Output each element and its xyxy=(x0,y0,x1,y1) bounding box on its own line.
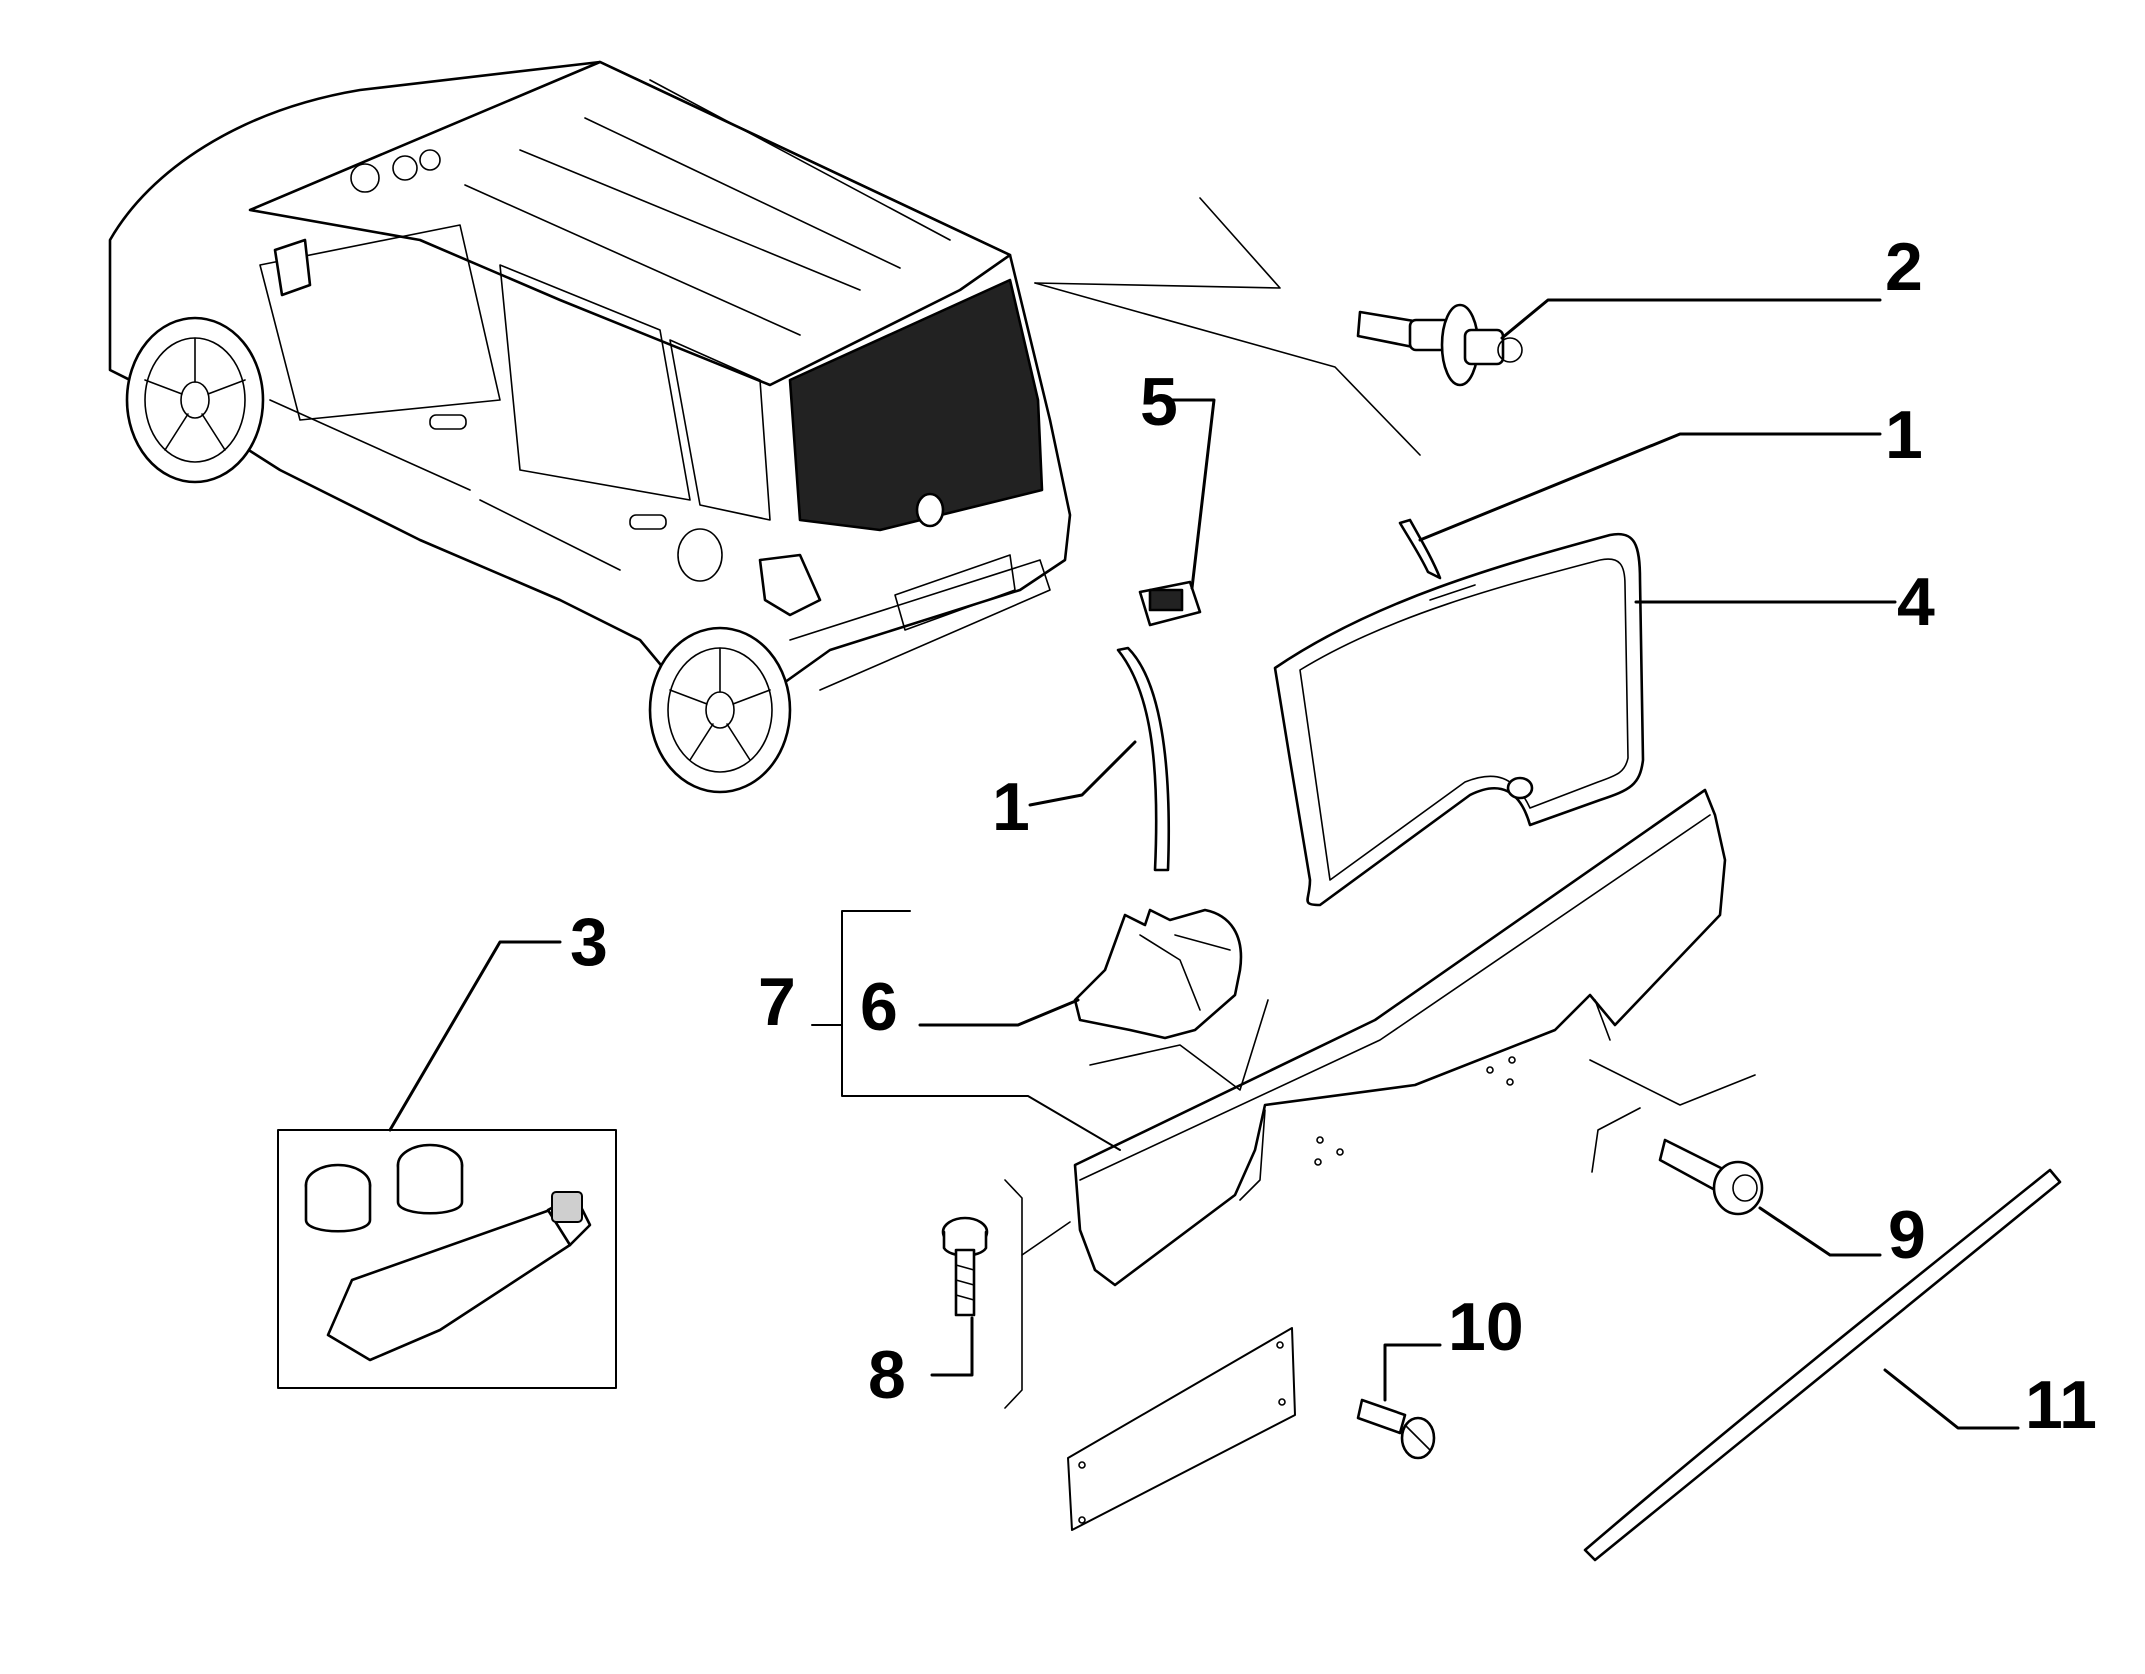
callout-2: 2 xyxy=(1885,229,1923,305)
part-1-seal-left xyxy=(1116,646,1171,872)
callout-6: 6 xyxy=(860,969,898,1045)
callout-1-top: 1 xyxy=(1885,397,1923,473)
part-3-adhesive-kit xyxy=(277,1129,617,1389)
part-10-screw xyxy=(1356,1398,1436,1460)
connection-lines xyxy=(1034,197,1421,456)
callout-4: 4 xyxy=(1897,564,1935,640)
part-4-rear-glass xyxy=(1273,532,1645,907)
part-8-bolt xyxy=(941,1216,989,1317)
car-illustration xyxy=(108,60,1072,794)
callout-7: 7 xyxy=(758,964,796,1040)
license-plate xyxy=(1067,1327,1296,1531)
part-6-bracket xyxy=(1073,908,1243,1040)
callout-9: 9 xyxy=(1888,1197,1926,1273)
callout-1-left: 1 xyxy=(992,769,1030,845)
callout-8: 8 xyxy=(868,1337,906,1413)
rear-wheel xyxy=(648,626,792,794)
callout-10: 10 xyxy=(1448,1289,1524,1365)
callout-numbers: 2 1 5 4 1 3 7 6 9 10 8 11 xyxy=(570,229,2097,1443)
part-5-clip xyxy=(1138,580,1202,627)
leader-lines xyxy=(388,298,2020,1430)
front-wheel xyxy=(125,316,265,484)
part-9-bolt xyxy=(1658,1138,1764,1216)
part-1-seal-upper xyxy=(1398,518,1442,580)
part-7-tailgate-trim xyxy=(1073,788,1727,1287)
callout-11: 11 xyxy=(2025,1367,2097,1443)
part-2-fastener xyxy=(1356,303,1523,387)
callout-5: 5 xyxy=(1140,364,1178,440)
part-11-trim-strip xyxy=(1583,1168,2062,1562)
callout-3: 3 xyxy=(570,904,608,980)
